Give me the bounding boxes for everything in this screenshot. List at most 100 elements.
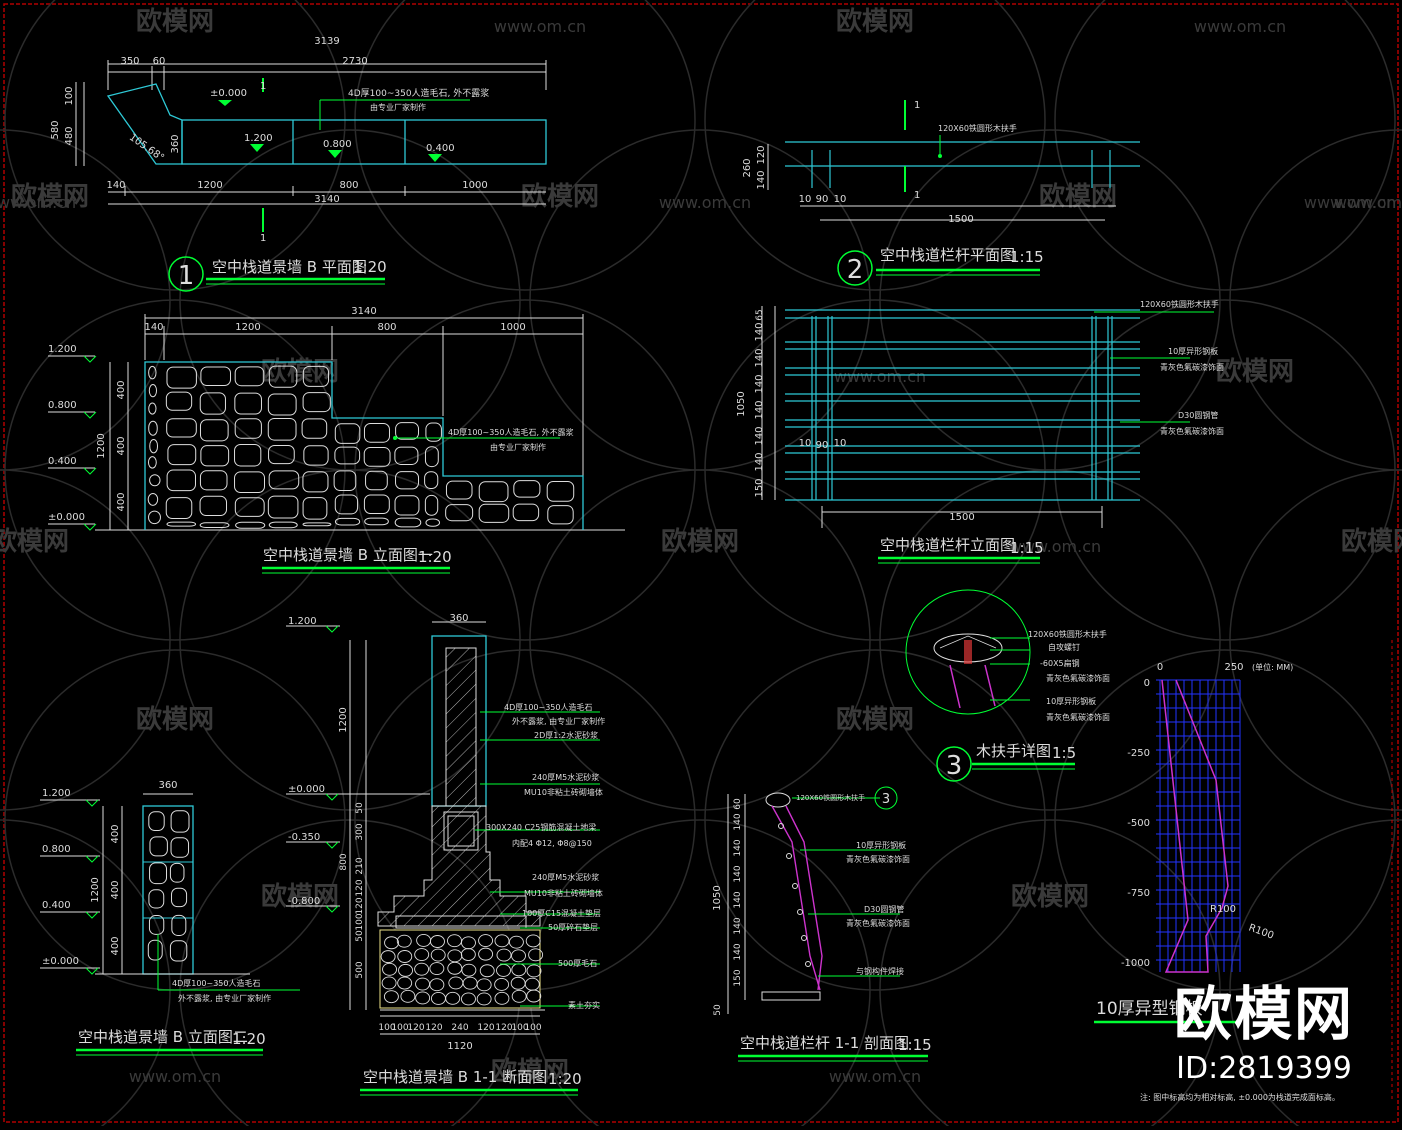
dim-label: 1120 (447, 1041, 472, 1052)
watermark-logo: 欧模网 (491, 1056, 569, 1087)
dim-label: 3140 (314, 194, 339, 205)
dim-label: 60 (733, 798, 743, 810)
dim-label: 140 (733, 865, 743, 882)
dim-label: 400 (116, 436, 127, 455)
dim-label: 800 (339, 180, 358, 191)
dim-label: 140 (754, 322, 765, 341)
dim-label: 120 (425, 1023, 442, 1033)
watermark-logo: 欧模网 (136, 704, 214, 735)
note-label: 青灰色氟碳漆饰面 (846, 918, 910, 928)
note-label: 青灰色氟碳漆饰面 (1046, 673, 1110, 683)
dim-label: 100 (355, 913, 365, 930)
section-view-wall-b: 360 1.200 ±0.000 -0.350 -0.800 1200 50 3… (286, 613, 605, 1096)
watermark-logo: 欧模网 (0, 526, 69, 557)
brand-logo-text: 欧模网 (1173, 980, 1354, 1048)
watermark-text-layer: 欧模网欧模网欧模网欧模网欧模网欧模网欧模网欧模网欧模网欧模网欧模网欧模网欧模网欧… (0, 6, 1402, 1087)
view-number-bubble (837, 250, 873, 286)
dim-label: 350 (120, 56, 139, 67)
dim-label: 800 (339, 853, 349, 870)
watermark-url: www.om.cn (659, 193, 751, 212)
watermark-logo: 欧模网 (136, 6, 214, 37)
note-label: D30圆钢管 (1178, 410, 1218, 420)
level-label: 1.200 (288, 616, 317, 627)
note-label: MU10非粘土砖砌墙体 (524, 888, 603, 898)
level-label: 0.800 (48, 400, 77, 411)
view-scale: 1:20 (353, 258, 387, 276)
note-label: 由专业厂家制作 (370, 102, 426, 112)
dim-label: 1200 (235, 322, 260, 333)
watermark-logo: 欧模网 (261, 356, 339, 387)
dim-label: 140 (754, 452, 765, 471)
watermark-logo: 欧模网 (261, 881, 339, 912)
watermark-logo: 欧模网 (836, 704, 914, 735)
view-scale: 1:20 (418, 548, 452, 566)
note-label: 青灰色氟碳漆饰面 (1046, 712, 1110, 722)
cut-mark: 1 (260, 81, 266, 92)
watermark-logo: 欧模网 (1341, 526, 1402, 557)
dim-label: 140 (733, 839, 743, 856)
dim-label: 100 (391, 1023, 408, 1033)
level-label: 1.200 (244, 133, 273, 144)
cut-mark: 1 (914, 190, 920, 201)
axis-tick-label: -750 (1127, 888, 1150, 899)
dim-label: 60 (153, 56, 166, 67)
dim-label: 150 (754, 478, 765, 497)
model-id: ID:2819399 (1176, 1051, 1352, 1086)
level-label: 0.400 (42, 900, 71, 911)
note-label: 与钢构件焊接 (856, 966, 904, 976)
dim-label: 360 (170, 134, 181, 153)
detail-ref-number: 3 (882, 792, 890, 807)
plate-profile-grid: 0 250 (单位: MM) 0 -250 -500 -750 -1000 R1… (1094, 640, 1393, 1102)
view-number: 3 (946, 751, 963, 781)
note-label: 自攻螺钉 (1048, 642, 1080, 652)
view-title: 空中栈道景墙 B 立面图二 (78, 1028, 248, 1046)
dim-label: 90 (816, 440, 829, 451)
dim-label: 400 (110, 936, 121, 955)
view-scale: 1:20 (548, 1070, 582, 1088)
note-label: 由专业厂家制作 (490, 442, 546, 452)
dim-label: 140 (733, 943, 743, 960)
note-label: 120X60铁圆形木扶手 (1028, 629, 1107, 639)
note-label: 100厚C15混凝土垫层 (522, 908, 601, 918)
axis-tick-label: -250 (1127, 748, 1150, 759)
watermark-url: www.om.cn (0, 193, 76, 212)
level-label: ±0.000 (210, 88, 247, 99)
note-label: 10厚异形钢板 (1046, 696, 1096, 706)
dim-label: 100 (511, 1023, 528, 1033)
dim-label: 3139 (314, 36, 339, 47)
axis-tick-label: 250 (1224, 662, 1243, 673)
note-label: 内配4 Φ12, Φ8@150 (512, 838, 592, 848)
view-title: 空中栈道景墙 B 立面图一 (263, 546, 433, 564)
dim-label: 400 (116, 492, 127, 511)
dim-label: 50 (713, 1004, 723, 1016)
note-label: 4D厚100~350人造毛石, 外不露浆 (348, 87, 489, 99)
watermark-logo: 欧模网 (11, 181, 89, 212)
dim-label: 140 (754, 426, 765, 445)
view-title: 空中栈道栏杆立面图 (880, 536, 1015, 554)
dim-label: 100 (378, 1023, 395, 1033)
section-view-railing: 3 1050 60 140 140 140 140 140 140 150 50… (712, 786, 932, 1062)
cut-mark: 1 (914, 100, 920, 111)
note-label: 外不露浆, 由专业厂家制作 (178, 993, 271, 1003)
view-title: 木扶手详图 (976, 742, 1051, 760)
view-number: 1 (178, 261, 195, 291)
dim-label: 150 (733, 969, 743, 986)
dim-label: 100 (64, 86, 75, 105)
elevation-view-railing: 1050 65 140 140 140 140 140 140 150 10 9… (736, 299, 1224, 564)
note-label: -60X5扁钢 (1040, 658, 1080, 668)
footnote: 注: 图中标高均为相对标高, ±0.000为栈道完成面标高。 (1140, 1092, 1340, 1102)
dim-label: 300 (355, 823, 365, 840)
watermark-logo: 欧模网 (521, 181, 599, 212)
note-label: 240厚M5水泥砂浆 (532, 872, 599, 882)
dim-label: 3140 (351, 306, 376, 317)
dim-label: 140 (754, 400, 765, 419)
dim-label: 140 (754, 374, 765, 393)
note-label: 4D厚100~350人造毛石 (172, 978, 261, 988)
watermark-url: www.om.cn (834, 367, 926, 386)
level-label: 0.800 (42, 844, 71, 855)
level-label: 0.400 (426, 143, 455, 154)
note-label: 2D厚1:2水泥砂浆 (534, 730, 598, 740)
dim-label: 360 (158, 780, 177, 791)
unit-label: (单位: MM) (1252, 662, 1293, 672)
